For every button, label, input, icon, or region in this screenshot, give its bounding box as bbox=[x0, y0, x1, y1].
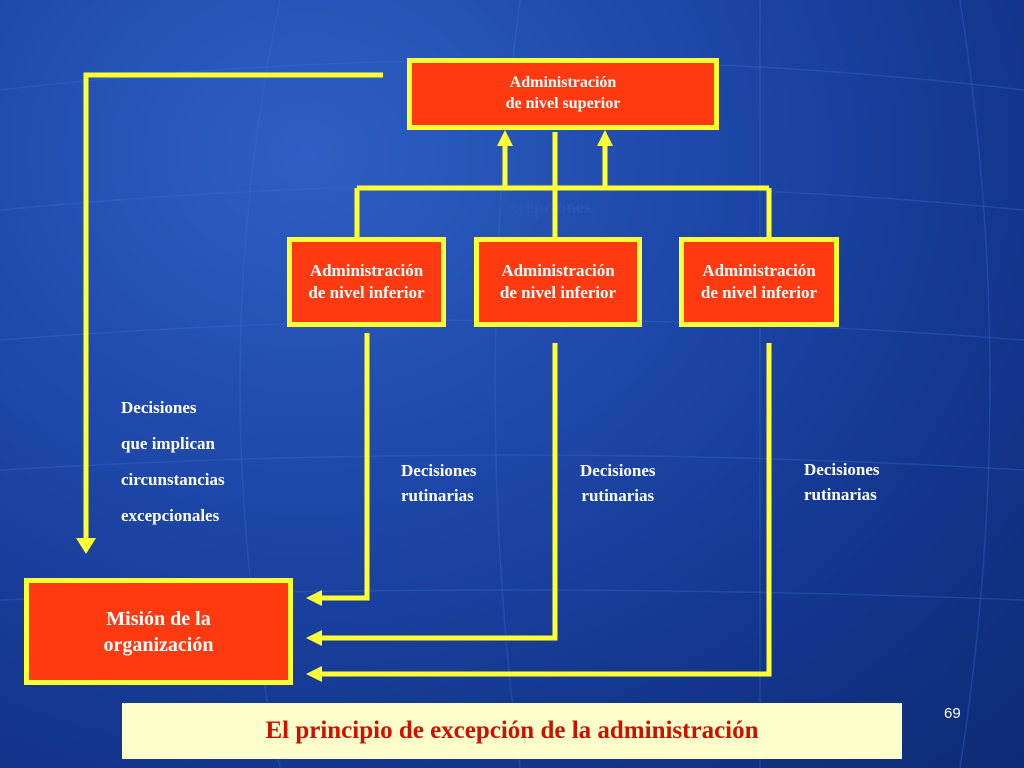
exception-line bbox=[83, 72, 383, 540]
lower-box-3-line1: Administración bbox=[702, 260, 816, 280]
exceptional-line2: que implican bbox=[121, 434, 215, 453]
exceptions-faint-label: Excepciones bbox=[497, 197, 591, 217]
lower-box-1-line2: de nivel inferior bbox=[308, 283, 425, 302]
lower-box-2-line1: Administración bbox=[501, 260, 615, 280]
mission-line1: Misión de la bbox=[106, 607, 211, 630]
exceptional-line4: excepcionales bbox=[121, 506, 220, 525]
lower-box-2-line2: de nivel inferior bbox=[499, 283, 617, 302]
routine-2-line1: Decisiones bbox=[580, 461, 656, 480]
arrowhead-routine-3 bbox=[306, 666, 322, 682]
exceptional-line3: circunstancias bbox=[121, 470, 225, 489]
lower-management-box-3: Administración de nivel inferior bbox=[679, 237, 839, 327]
lower-management-box-2: Administración de nivel inferior bbox=[474, 237, 642, 327]
top-management-box: Administración de nivel superior bbox=[407, 58, 719, 130]
arrowhead-routine-2 bbox=[306, 630, 322, 646]
top-box-line1: Administración bbox=[509, 74, 617, 92]
lower-box-3-line2: de nivel inferior bbox=[700, 283, 818, 302]
arrowhead-up-1 bbox=[497, 130, 513, 146]
lower-box-1-line1: Administración bbox=[309, 260, 424, 280]
routine-line-3 bbox=[320, 343, 772, 677]
routine-decisions-label-2: Decisiones rutinarias bbox=[580, 459, 656, 508]
routine-decisions-label-3: Decisiones rutinarias bbox=[804, 458, 880, 507]
top-box-line2: de nivel superior bbox=[505, 95, 621, 112]
arrowhead-left-down bbox=[76, 538, 96, 554]
page-number: 69 bbox=[944, 705, 961, 722]
routine-1-line2: rutinarias bbox=[401, 485, 474, 505]
routine-2-line2: rutinarias bbox=[581, 485, 655, 505]
arrowhead-routine-1 bbox=[306, 590, 322, 606]
slide-title: El principio de excepción de la administ… bbox=[122, 703, 902, 759]
routine-decisions-label-1: Decisiones rutinarias bbox=[401, 459, 477, 508]
routine-1-line1: Decisiones bbox=[401, 461, 477, 480]
exceptional-decisions-label: Decisiones que implican circunstancias e… bbox=[121, 390, 225, 534]
routine-3-line2: rutinarias bbox=[804, 484, 877, 504]
mission-line2: organización bbox=[103, 633, 214, 656]
routine-3-line1: Decisiones bbox=[804, 460, 880, 479]
exceptional-line1: Decisiones bbox=[121, 398, 197, 417]
routine-line-2 bbox=[320, 343, 558, 641]
lower-management-box-1: Administración de nivel inferior bbox=[287, 237, 446, 327]
mission-box: Misión de la organización bbox=[24, 578, 293, 685]
arrowhead-up-3 bbox=[597, 130, 613, 146]
routine-line-1 bbox=[320, 333, 370, 601]
